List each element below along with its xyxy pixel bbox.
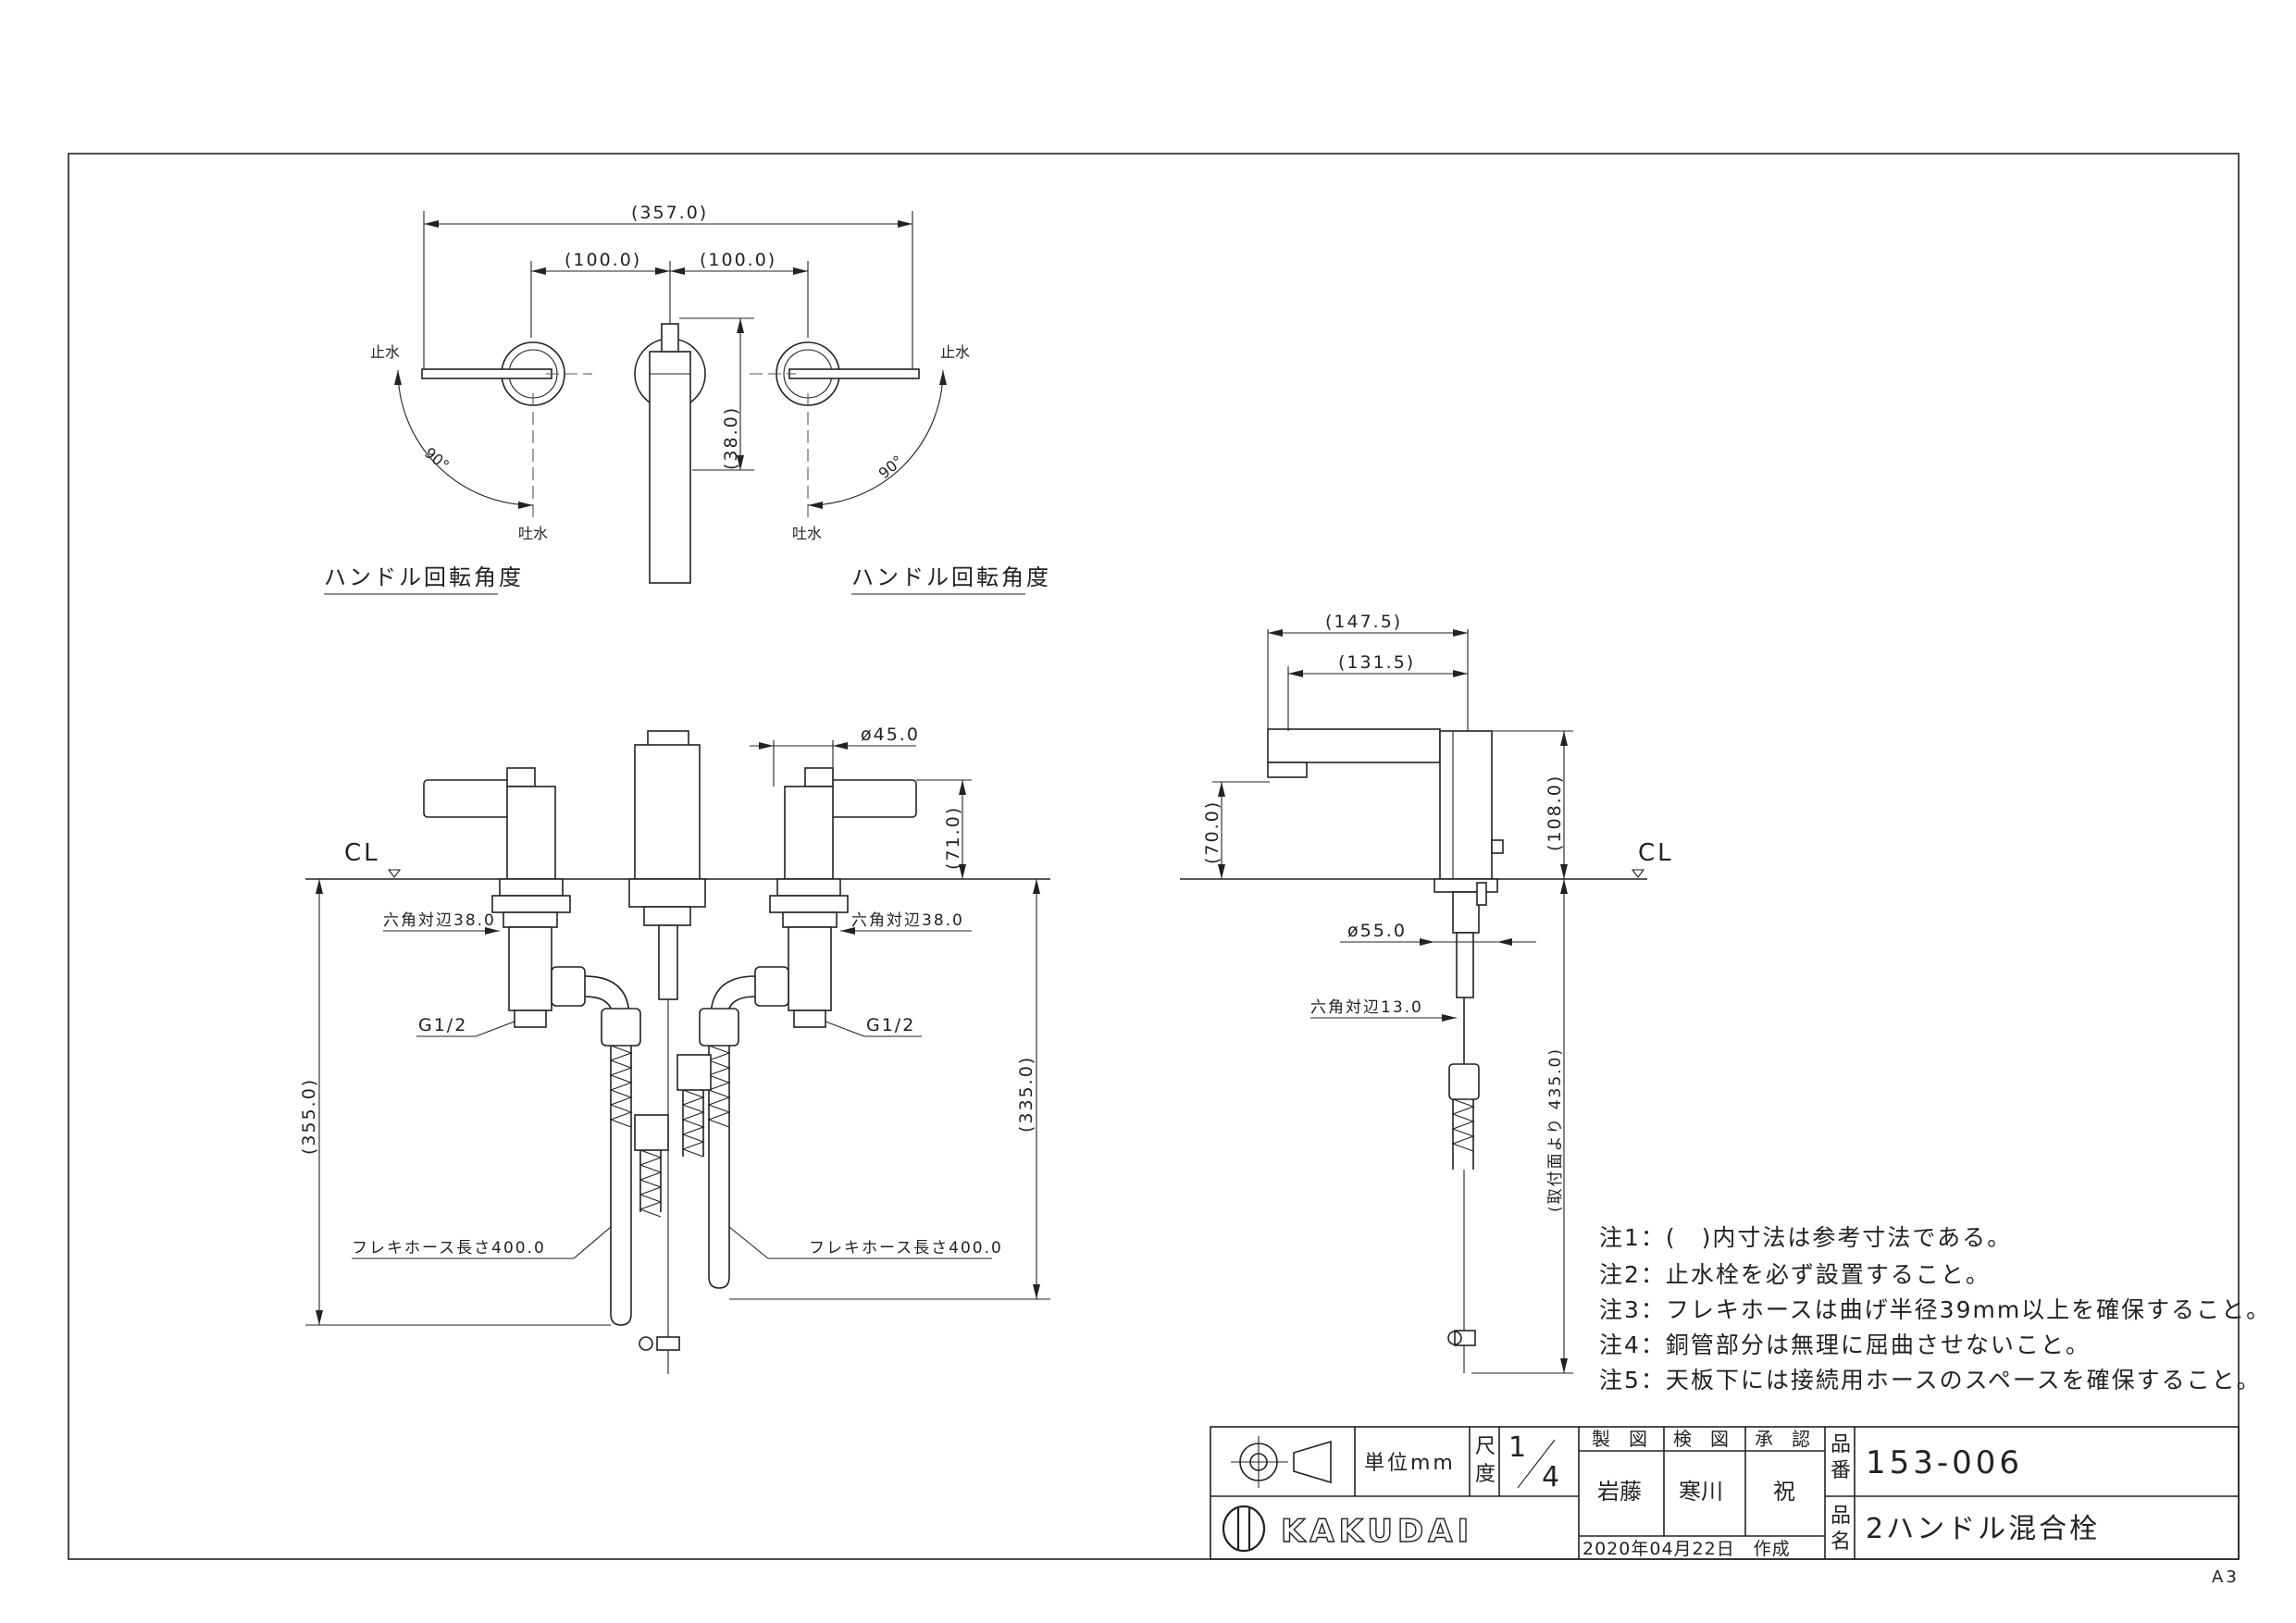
part-no-label-1: 品 bbox=[1831, 1433, 1851, 1456]
dim-body-height: (108.0) bbox=[1545, 774, 1565, 851]
drawn-header: 製 図 bbox=[1592, 1428, 1647, 1450]
drawn-by: 岩藤 bbox=[1597, 1479, 1642, 1505]
dim-hex-right: 六角対辺38.0 bbox=[851, 911, 964, 930]
note-3: 注3：フレキホースは曲げ半径39mm以上を確保すること。 bbox=[1599, 1296, 2271, 1323]
dim-side-hex: 六角対辺13.0 bbox=[1310, 998, 1423, 1017]
dim-handle-height: (71.0) bbox=[943, 806, 963, 870]
company-name: KAKUDAI bbox=[1281, 1513, 1473, 1550]
part-number: 153-006 bbox=[1866, 1444, 2023, 1481]
scale-value: 1 4 bbox=[1508, 1431, 1559, 1493]
date-created: 2020年04月22日 作成 bbox=[1582, 1539, 1791, 1559]
title-block: 単位mm 尺 度 1 4 製 図 検 図 承 認 岩藤 寒川 祝 2020年04… bbox=[1210, 1426, 2240, 1560]
dim-right-depth: (335.0) bbox=[1016, 1056, 1036, 1133]
unit-label: 単位mm bbox=[1364, 1452, 1456, 1475]
scale-label: 尺 bbox=[1475, 1435, 1496, 1458]
third-angle-projection-icon bbox=[1231, 1436, 1332, 1488]
left-angle-label: 90° bbox=[421, 444, 453, 475]
front-view: CL bbox=[299, 725, 1050, 1374]
sheet-size-label: A3 bbox=[2212, 1567, 2240, 1587]
hose-length-right: フレキホース長さ400.0 bbox=[809, 1239, 1003, 1258]
part-name: 2ハンドル混合栓 bbox=[1866, 1513, 2100, 1545]
left-caption: ハンドル回転角度 bbox=[324, 564, 524, 590]
thread-right: G1/2 bbox=[866, 1015, 915, 1035]
part-no-label-2: 番 bbox=[1831, 1459, 1851, 1482]
part-name-label-2: 名 bbox=[1831, 1530, 1851, 1554]
dim-reach-total: (147.5) bbox=[1325, 612, 1402, 632]
dim-handle-diameter: ø45.0 bbox=[861, 725, 920, 745]
notes: 注1：( )内寸法は参考寸法である。 注2：止水栓を必ず設置すること。 注3：フ… bbox=[1599, 1224, 2271, 1394]
approved-header: 承 認 bbox=[1755, 1428, 1810, 1450]
dim-spout-height: (70.0) bbox=[1202, 800, 1222, 864]
scale-label-2: 度 bbox=[1475, 1463, 1496, 1486]
right-stop-label: 止水 bbox=[940, 343, 970, 361]
dim-reach: (131.5) bbox=[1338, 652, 1415, 673]
dim-install-depth: (取付面より 435.0) bbox=[1546, 1047, 1565, 1212]
note-5: 注5：天板下には接続用ホースのスペースを確保すること。 bbox=[1599, 1367, 2262, 1394]
note-1: 注1：( )内寸法は参考寸法である。 bbox=[1599, 1224, 2012, 1251]
left-stop-label: 止水 bbox=[370, 343, 400, 361]
dim-spout-offset: (38.0) bbox=[721, 406, 741, 470]
hose-length-left: フレキホース長さ400.0 bbox=[352, 1239, 546, 1258]
drawing-border bbox=[68, 153, 2240, 1560]
side-view: CL (147.5) (131.5) bbox=[1180, 612, 1674, 1374]
kakudai-logo: KAKUDAI bbox=[1222, 1505, 1473, 1553]
svg-text:1: 1 bbox=[1508, 1431, 1526, 1464]
checked-by: 寒川 bbox=[1679, 1479, 1723, 1505]
dim-right-spacing: (100.0) bbox=[700, 250, 776, 270]
thread-left: G1/2 bbox=[418, 1015, 467, 1035]
note-2: 注2：止水栓を必ず設置すること。 bbox=[1599, 1261, 1991, 1288]
dim-overall-width: (357.0) bbox=[631, 203, 708, 223]
right-angle-label: 90° bbox=[875, 452, 907, 482]
right-caption: ハンドル回転角度 bbox=[851, 564, 1051, 590]
right-flow-label: 吐水 bbox=[792, 525, 822, 542]
plan-view: (357.0) (100.0) (100.0) 止水 吐水 90° ハンドル回転… bbox=[324, 203, 1051, 595]
svg-text:4: 4 bbox=[1542, 1461, 1559, 1493]
dim-left-depth: (355.0) bbox=[299, 1078, 319, 1155]
dim-hex-left: 六角対辺38.0 bbox=[383, 911, 496, 930]
left-flow-label: 吐水 bbox=[518, 525, 548, 542]
dim-left-spacing: (100.0) bbox=[565, 250, 641, 270]
note-4: 注4：銅管部分は無理に屈曲させないこと。 bbox=[1599, 1332, 2091, 1358]
checked-header: 検 図 bbox=[1673, 1428, 1729, 1450]
part-name-label-1: 品 bbox=[1831, 1505, 1851, 1528]
side-cl-label: CL bbox=[1638, 839, 1674, 867]
approved-by: 祝 bbox=[1773, 1479, 1795, 1505]
dim-flange-diameter: ø55.0 bbox=[1347, 921, 1407, 941]
front-cl-label: CL bbox=[344, 839, 380, 867]
